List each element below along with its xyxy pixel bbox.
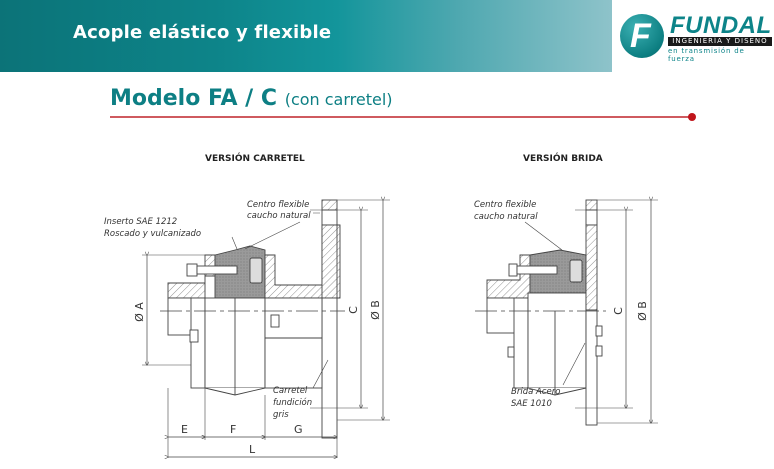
brida-dim-c: C [612,307,625,315]
fundal-logo: F FUNDAL INGENIERÍA Y DISEÑO en transmis… [620,12,772,63]
dim-g: G [294,423,303,436]
model-title: Modelo FA / C (con carretel) [110,86,393,111]
label-inserto-2: Roscado y vulcanizado [104,229,201,239]
dim-a: Ø A [133,302,146,322]
section-title-brida: VERSIÓN BRIDA [523,154,603,164]
dim-e: E [181,423,188,436]
label-carretel-3: gris [273,410,289,420]
dim-f: F [230,423,236,436]
label-brida-centro-2: caucho natural [474,212,538,222]
model-subtitle: (con carretel) [284,90,393,109]
label-carretel-2: fundición [273,397,312,408]
divider-dot [688,113,696,121]
header-banner: Acople elástico y flexible [0,0,612,72]
label-centro-flexible-2: caucho natural [247,211,311,221]
label-brida-acero-1: Brida Acero [511,387,560,397]
section-title-carretel: VERSIÓN CARRETEL [205,154,305,164]
logo-emblem-icon: F [620,14,664,58]
carretel-drawing [142,200,390,458]
brida-dim-b: Ø B [636,301,649,321]
label-inserto-1: Inserto SAE 1212 [104,217,177,227]
label-brida-centro-1: Centro flexible [474,200,536,210]
dim-c: C [347,306,360,314]
dim-l: L [249,443,256,456]
label-carretel-1: Carretel [273,386,308,396]
brida-drawing [475,200,658,426]
logo-letter: F [630,17,651,55]
dim-b: Ø B [369,300,382,320]
header-title: Acople elástico y flexible [73,22,332,43]
logo-name: FUNDAL [670,12,772,39]
logo-subtitle: en transmisión de fuerza [668,47,745,63]
title-divider [110,116,690,118]
model-name: Modelo FA / C [110,86,278,111]
label-brida-acero-2: SAE 1010 [511,399,552,409]
label-centro-flexible-1: Centro flexible [247,200,309,210]
logo-tagline: INGENIERÍA Y DISEÑO [668,37,772,46]
